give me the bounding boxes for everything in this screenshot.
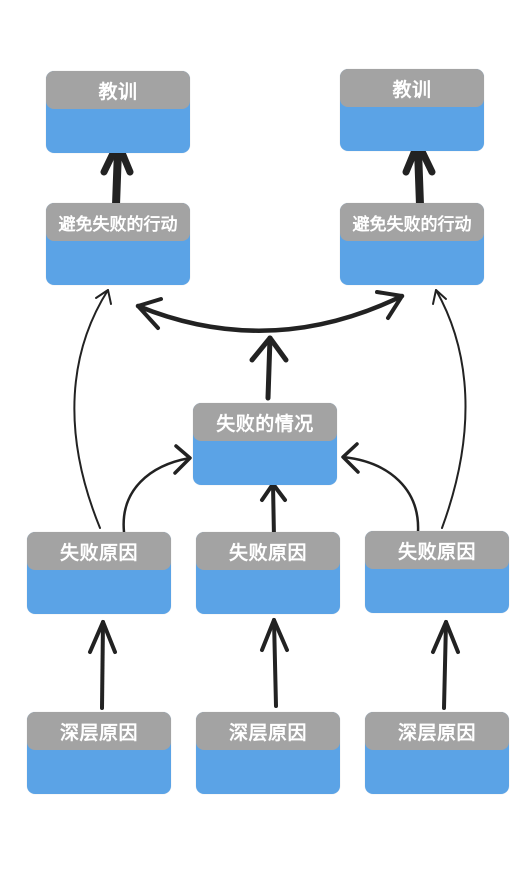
node-lesson-left-label: 教训 [46,71,190,109]
arrow-cause-left-to-situation [122,456,192,534]
arrowhead-root-mid-to-cause-mid [260,618,289,652]
node-failure-situation-label: 失败的情况 [193,403,337,441]
arrow-root-mid-to-cause-mid [272,618,278,708]
node-cause-right-label: 失败原因 [365,531,509,569]
arrow-situation-to-avoid-bidirectional [135,293,405,333]
arrow-cause-right-to-avoid-right [435,289,467,529]
arrow-avoid-right-to-lesson-right [414,146,424,209]
node-lesson-right: 教训 [340,69,484,151]
node-cause-mid: 失败原因 [196,532,340,614]
node-root-left: 深层原因 [27,712,171,794]
arrowhead-to-avoid-left [136,297,163,330]
arrowhead-root-right-to-cause-right [431,620,460,654]
node-root-right-label: 深层原因 [365,712,509,750]
node-root-mid-label: 深层原因 [196,712,340,750]
arrowhead-cause-right-to-avoid-right [432,289,447,305]
node-avoid-right-label: 避免失败的行动 [340,203,484,241]
arrowhead-situation-up [249,335,289,363]
node-cause-right: 失败原因 [365,531,509,613]
node-root-right: 深层原因 [365,712,509,794]
arrow-cause-left-to-avoid-left [73,289,109,529]
node-avoid-right: 避免失败的行动 [340,203,484,285]
node-root-mid: 深层原因 [196,712,340,794]
node-lesson-left: 教训 [46,71,190,153]
arrowhead-cause-right-to-situation [341,442,360,474]
arrow-situation-up-stem [265,335,273,401]
node-lesson-right-label: 教训 [340,69,484,107]
node-root-left-label: 深层原因 [27,712,171,750]
arrowhead-cause-left-to-avoid-left [95,289,112,305]
arrowhead-cause-left-to-situation [173,444,192,475]
node-cause-left: 失败原因 [27,532,171,614]
node-failure-situation: 失败的情况 [193,403,337,485]
arrowhead-to-avoid-right [375,290,404,320]
arrowhead-root-left-to-cause-left [88,620,117,654]
node-cause-mid-label: 失败原因 [196,532,340,570]
node-cause-left-label: 失败原因 [27,532,171,570]
node-avoid-left: 避免失败的行动 [46,203,190,285]
node-avoid-left-label: 避免失败的行动 [46,203,190,241]
arrow-cause-right-to-situation [341,455,420,534]
arrow-root-left-to-cause-left [100,620,105,710]
arrow-avoid-left-to-lesson-left [112,146,122,209]
arrow-cause-mid-to-situation [271,482,276,540]
arrow-root-right-to-cause-right [442,620,448,710]
